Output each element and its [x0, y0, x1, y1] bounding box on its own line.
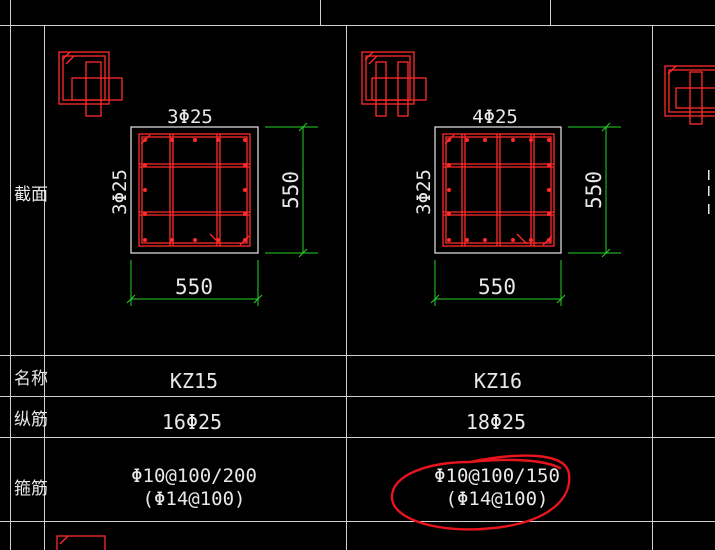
row-label-name: 名称 — [14, 369, 48, 389]
longitudinal-rebar: 18Φ25 — [466, 410, 526, 434]
column-kz15: 550 550 3Φ25 3Φ25 KZ15 16Φ25 Φ10@100/200… — [58, 51, 318, 510]
stirrup-detail-icon — [58, 51, 123, 117]
stirrup-spec: Φ10@100/150 — [434, 465, 560, 487]
longitudinal-rebar: 16Φ25 — [162, 410, 222, 434]
row-label-section: 截面 — [14, 185, 48, 205]
side-bars-label: 3Φ25 — [109, 169, 131, 215]
width-dimension: 550 — [478, 275, 516, 299]
stirrup-detail-icon — [56, 535, 106, 550]
dimension-lines — [430, 122, 621, 306]
column-kz16: 550 550 4Φ25 3Φ25 KZ16 18Φ25 Φ10@100/150… — [361, 51, 621, 531]
stirrup-spec: Φ10@100/200 — [131, 465, 257, 487]
dimension-lines — [126, 122, 318, 306]
stirrup-detail-icon — [664, 65, 715, 125]
stirrup-detail-icon — [361, 51, 427, 117]
row-label-longitudinal: 纵筋 — [14, 410, 48, 430]
column-section-outline — [434, 126, 562, 254]
stirrup-spec-alt: (Φ14@100) — [446, 488, 549, 510]
column-section-outline — [130, 126, 259, 254]
column-name: KZ16 — [474, 369, 522, 393]
height-dimension: 550 — [582, 171, 606, 209]
row-label-stirrup: 箍筋 — [14, 479, 48, 499]
top-bars-label: 3Φ25 — [167, 106, 213, 128]
rebar-dots — [143, 138, 247, 242]
column-name: KZ15 — [170, 369, 218, 393]
height-dimension: 550 — [279, 171, 303, 209]
annotation-circle — [390, 454, 571, 531]
top-bars-label: 4Φ25 — [472, 106, 518, 128]
rebar-dots — [447, 138, 551, 242]
stirrup-spec-alt: (Φ14@100) — [143, 488, 246, 510]
column-partial — [664, 65, 715, 214]
width-dimension: 550 — [175, 275, 213, 299]
rebar-cage — [442, 133, 555, 247]
side-bars-label: 3Φ25 — [413, 169, 435, 215]
rebar-cage — [138, 133, 251, 247]
